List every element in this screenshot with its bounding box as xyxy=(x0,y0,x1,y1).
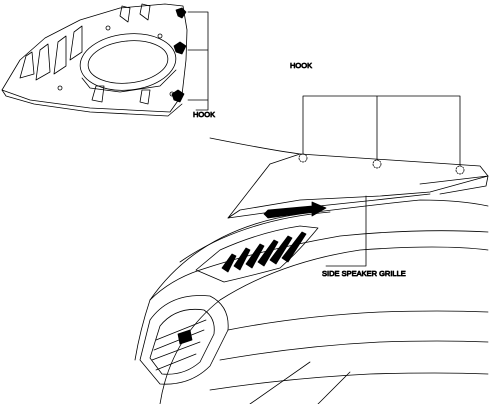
grille-panel-front-edge xyxy=(227,193,431,219)
dash-lower-trim-2 xyxy=(219,340,489,361)
inset-hook-3-icon xyxy=(171,89,185,103)
inset-hook-leader xyxy=(187,11,209,111)
grille-panel-top xyxy=(227,153,489,219)
dash-diagonal-1 xyxy=(249,361,311,405)
dash-upper-surface xyxy=(179,211,331,263)
inset-rib-1 xyxy=(19,51,35,79)
side-vent-slats xyxy=(221,231,307,273)
inset-speaker-oval-outer xyxy=(79,33,177,91)
inset-boss-2 xyxy=(105,25,111,31)
grille-panel-right-flange xyxy=(419,175,489,195)
hook-main-label: HOOK xyxy=(290,61,312,70)
inset-grille-back xyxy=(1,3,209,117)
inset-rib-4 xyxy=(69,25,83,61)
inset-hook-2-icon xyxy=(173,41,187,55)
inset-hook-1-icon xyxy=(175,7,187,19)
inset-boss-3 xyxy=(157,33,163,39)
inset-rib-3 xyxy=(53,35,67,75)
inset-clip-top-2 xyxy=(139,3,151,21)
dash-lower-trim-1 xyxy=(227,310,489,331)
inset-clip-top-1 xyxy=(119,5,131,23)
hook-right xyxy=(455,165,465,175)
dash-sweep-line xyxy=(149,230,489,301)
inset-speaker-oval-inner xyxy=(87,40,169,84)
windshield-line xyxy=(209,137,301,155)
side-speaker-grille-leader xyxy=(325,195,367,267)
hook-left xyxy=(298,153,308,163)
air-vent-slats xyxy=(151,319,207,371)
inset-panel-outline xyxy=(1,3,188,113)
inset-boss-1 xyxy=(57,85,63,91)
inset-clip-bottom-2 xyxy=(139,89,151,105)
side-speaker-grille-label: SIDE SPEAKER GRILLE xyxy=(322,269,406,278)
hook-center xyxy=(372,159,382,169)
air-vent-inner xyxy=(149,308,215,375)
inset-hook-label: HOOK xyxy=(193,110,215,119)
side-vent-outline xyxy=(195,225,319,283)
inset-oval-rim xyxy=(81,69,177,93)
dash-top-curve xyxy=(149,199,489,301)
dash-lower-contour xyxy=(134,246,489,405)
air-vent-knob xyxy=(177,329,193,345)
inset-rib-2 xyxy=(35,43,51,81)
inset-panel-bottom-edge xyxy=(1,89,183,117)
dash-lower-trim-3 xyxy=(209,372,489,391)
hook-leader xyxy=(302,95,461,167)
removal-arrow-icon xyxy=(263,201,327,219)
dash-diagonal-2 xyxy=(317,371,351,405)
main-dashboard-view xyxy=(134,95,489,405)
air-vent-bezel xyxy=(139,295,229,385)
inset-clip-bottom xyxy=(91,85,105,103)
